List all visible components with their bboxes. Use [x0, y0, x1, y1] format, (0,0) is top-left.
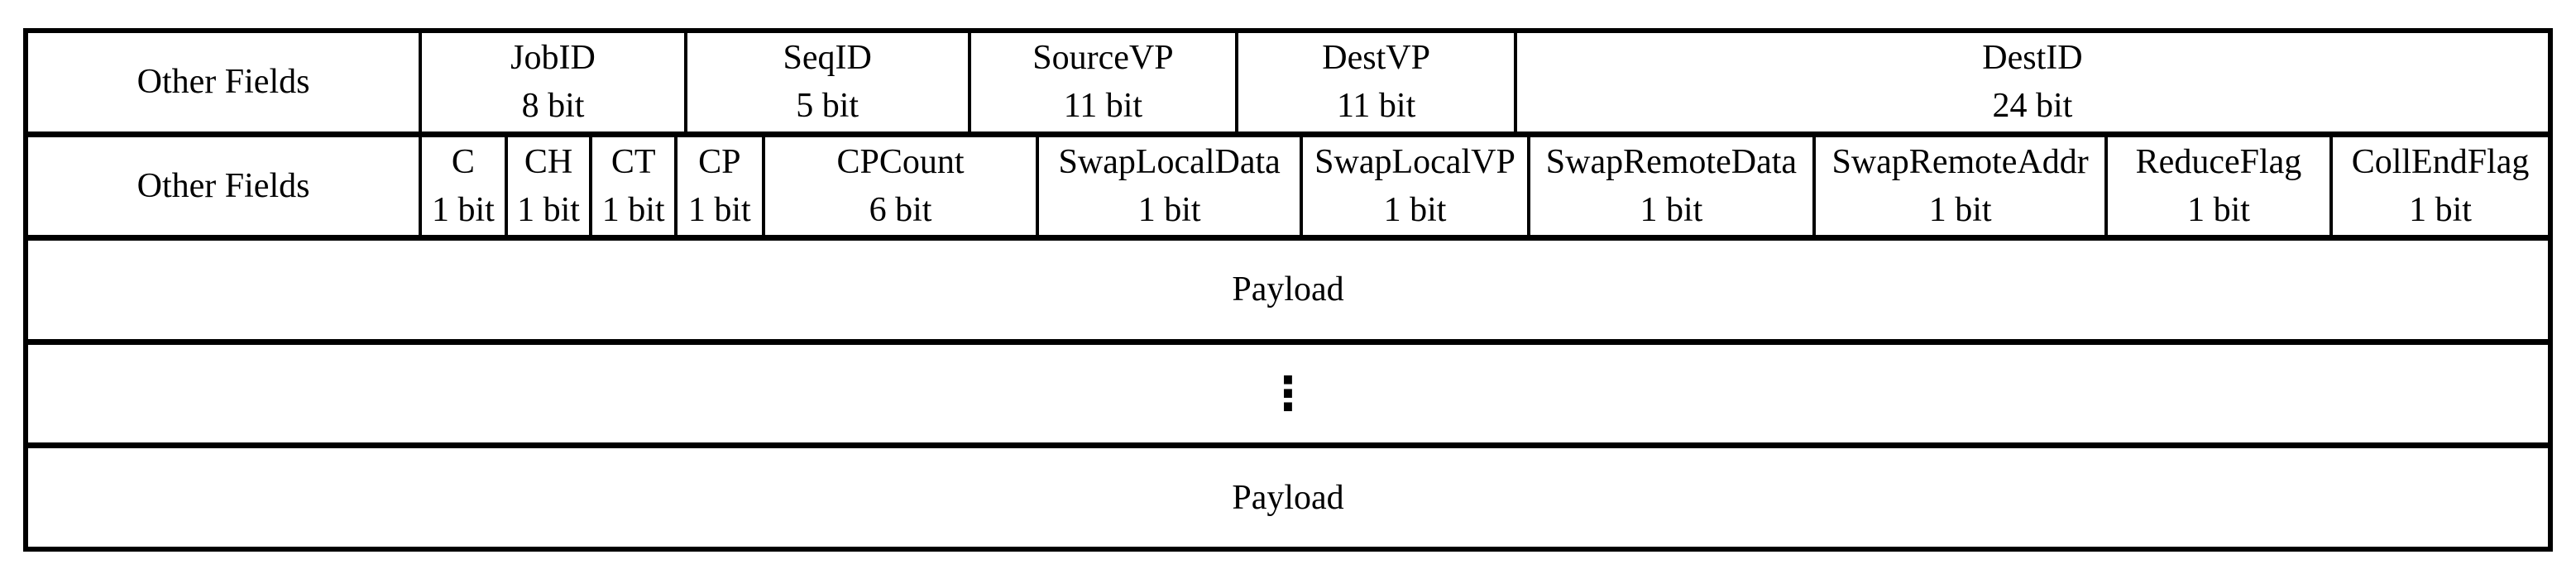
- field-cell-cpcount: CPCount 6 bit: [761, 136, 1037, 236]
- field-label: SwapRemoteAddr: [1831, 142, 2089, 181]
- field-label: SeqID: [783, 39, 872, 78]
- field-cell-seqid: SeqID 5 bit: [683, 33, 968, 131]
- field-label: CP: [698, 142, 741, 181]
- packet-table: Other Fields JobID 8 bit SeqID 5 bit Sou…: [23, 28, 2553, 552]
- field-label: Other Fields: [136, 63, 310, 102]
- field-cell-swapremoteaddr: SwapRemoteAddr 1 bit: [1812, 136, 2105, 236]
- field-bits: 11 bit: [1336, 87, 1416, 126]
- field-bits: 8 bit: [521, 87, 585, 126]
- field-label: ReduceFlag: [2135, 142, 2302, 181]
- field-bits: 1 bit: [431, 190, 495, 229]
- field-bits: 1 bit: [1928, 190, 1992, 229]
- ellipsis-glyph: ⋮: [1265, 366, 1311, 421]
- payload-cell-top: Payload: [28, 241, 2548, 339]
- field-cell-cp: CP 1 bit: [673, 136, 762, 236]
- payload-label: Payload: [1232, 478, 1344, 517]
- field-cell-ch: CH 1 bit: [504, 136, 590, 236]
- field-bits: 11 bit: [1063, 87, 1143, 126]
- field-label: CollEndFlag: [2351, 142, 2530, 181]
- payload-row-bottom: Payload: [28, 442, 2548, 547]
- field-label: CT: [610, 142, 656, 181]
- field-cell-destvp: DestVP 11 bit: [1235, 33, 1514, 131]
- vertical-ellipsis-icon: ⋮: [28, 345, 2548, 443]
- field-label: SwapLocalVP: [1314, 142, 1515, 181]
- field-label: SwapLocalData: [1058, 142, 1281, 181]
- field-bits: 1 bit: [517, 190, 580, 229]
- field-label: CH: [524, 142, 573, 181]
- header-row-2: Other Fields C 1 bit CH 1 bit CT 1 bit C…: [28, 131, 2548, 236]
- field-bits: 5 bit: [796, 87, 859, 126]
- field-bits: 1 bit: [601, 190, 665, 229]
- field-label: CPCount: [836, 142, 965, 181]
- field-cell-other-fields-1: Other Fields: [28, 33, 419, 131]
- field-label: SourceVP: [1032, 39, 1174, 78]
- field-bits: 1 bit: [1640, 190, 1703, 229]
- field-cell-collendflag: CollEndFlag 1 bit: [2329, 136, 2549, 236]
- field-bits: 1 bit: [1383, 190, 1447, 229]
- payload-label: Payload: [1232, 270, 1344, 309]
- field-cell-reduceflag: ReduceFlag 1 bit: [2104, 136, 2329, 236]
- field-bits: 1 bit: [687, 190, 751, 229]
- field-cell-jobid: JobID 8 bit: [419, 33, 684, 131]
- field-bits: 1 bit: [2409, 190, 2472, 229]
- field-cell-other-fields-2: Other Fields: [28, 137, 419, 236]
- field-label: Other Fields: [136, 166, 310, 205]
- continuation-ellipsis-row: ⋮: [28, 338, 2548, 443]
- field-label: DestVP: [1322, 39, 1430, 78]
- field-cell-swaplocalvp: SwapLocalVP 1 bit: [1299, 136, 1527, 236]
- field-label: SwapRemoteData: [1545, 142, 1798, 181]
- field-cell-ct: CT 1 bit: [589, 136, 674, 236]
- payload-cell-bottom: Payload: [28, 448, 2548, 547]
- field-bits: 1 bit: [1137, 190, 1201, 229]
- field-label: JobID: [510, 39, 596, 78]
- field-cell-swaplocaldata: SwapLocalData 1 bit: [1036, 136, 1300, 236]
- field-bits: 1 bit: [2187, 190, 2250, 229]
- field-label: C: [451, 142, 475, 181]
- field-bits: 6 bit: [869, 190, 932, 229]
- payload-row-top: Payload: [28, 235, 2548, 339]
- header-row-1: Other Fields JobID 8 bit SeqID 5 bit Sou…: [28, 33, 2548, 131]
- field-bits: 24 bit: [1992, 87, 2073, 126]
- field-cell-swapremotedata: SwapRemoteData 1 bit: [1527, 136, 1812, 236]
- field-cell-sourcevp: SourceVP 11 bit: [967, 33, 1236, 131]
- field-label: DestID: [1982, 39, 2083, 78]
- field-cell-c: C 1 bit: [419, 136, 505, 236]
- field-cell-destid: DestID 24 bit: [1513, 33, 2548, 131]
